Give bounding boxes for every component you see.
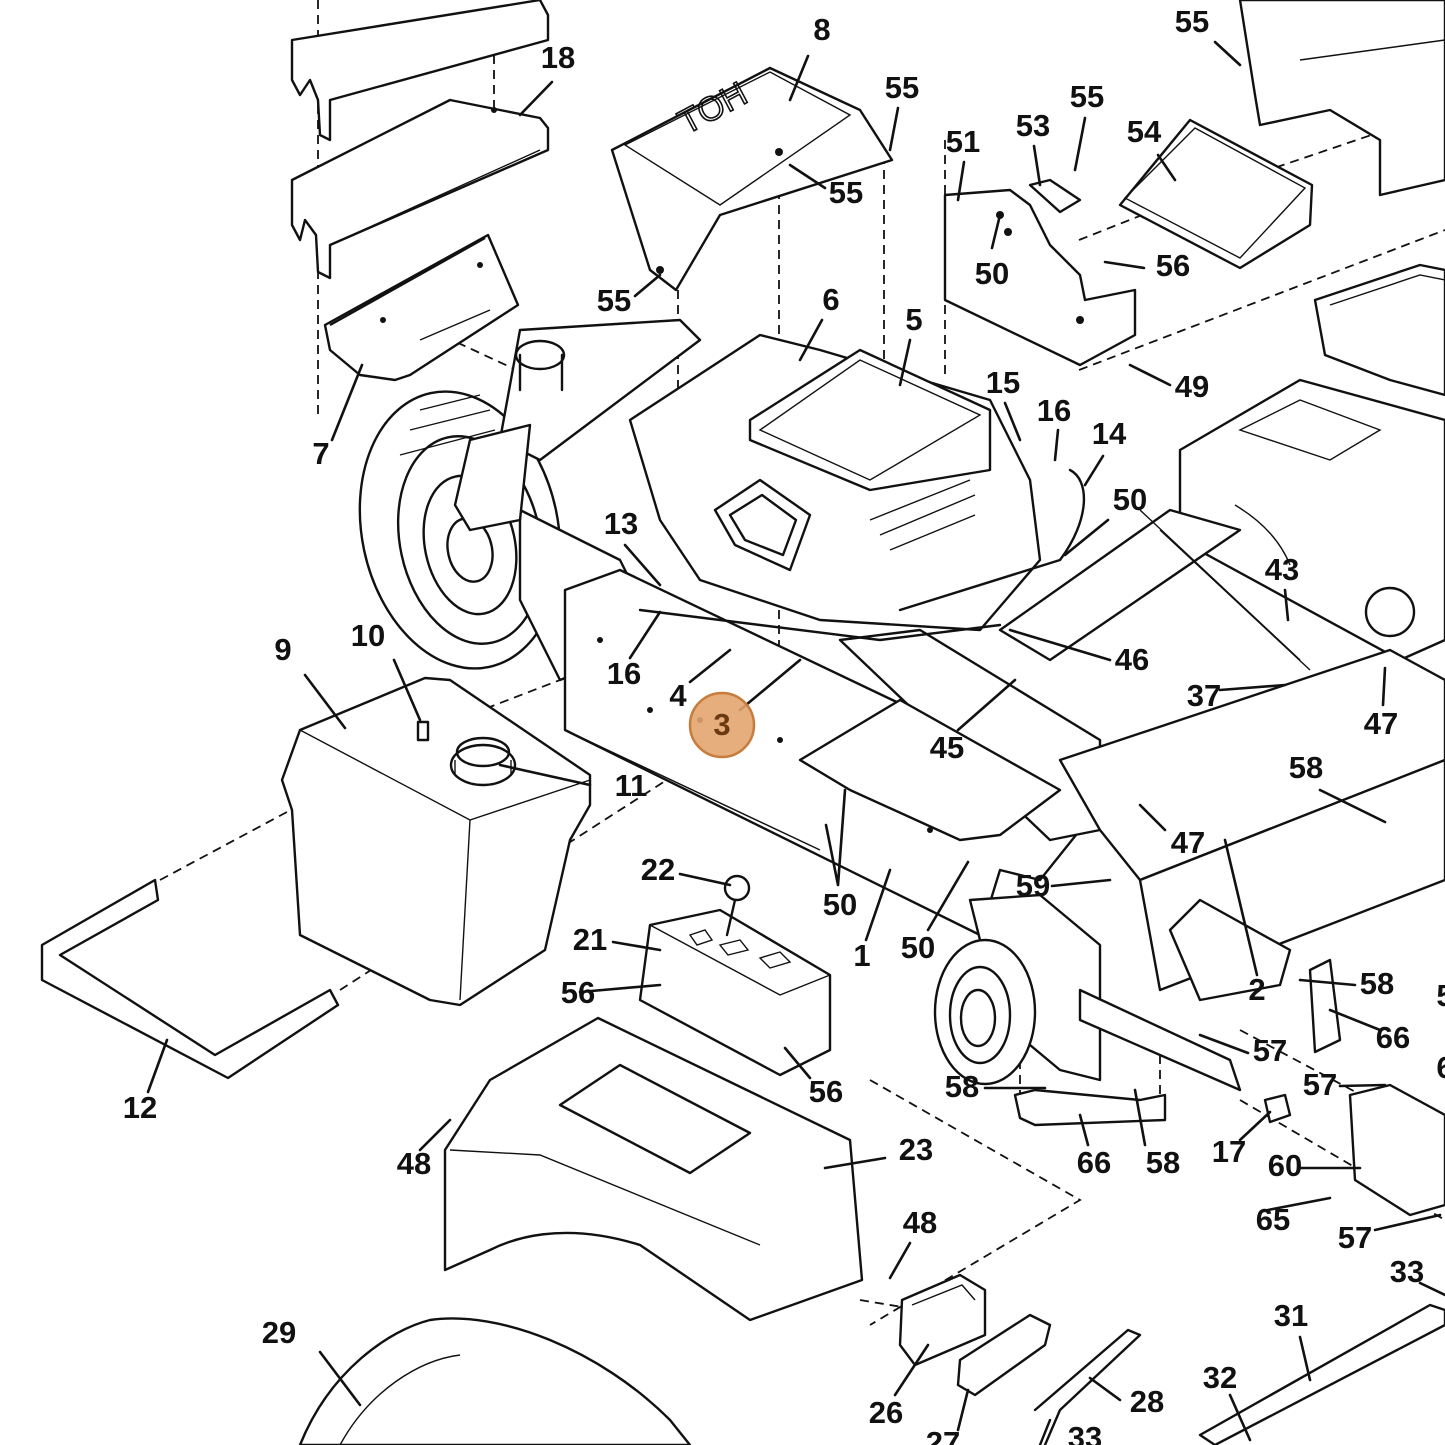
- callout-65: 65: [1256, 1202, 1290, 1237]
- callout-1: 1: [853, 938, 870, 973]
- callout-55: 55: [829, 175, 863, 210]
- callout-57: 57: [1253, 1033, 1287, 1068]
- callout-14: 14: [1092, 416, 1127, 451]
- callout-56: 56: [1156, 248, 1190, 283]
- callout-50: 50: [823, 887, 857, 922]
- callout-12: 12: [123, 1090, 157, 1125]
- callout-48: 48: [397, 1146, 431, 1181]
- callout-10: 10: [351, 618, 385, 653]
- callout-5: 5: [905, 302, 922, 337]
- callout-43: 43: [1265, 552, 1299, 587]
- callout-54: 54: [1127, 114, 1162, 149]
- rear-frame-box: [1178, 378, 1445, 662]
- callout-33: 33: [1390, 1254, 1424, 1289]
- callout-56: 56: [809, 1074, 843, 1109]
- callout-55: 55: [1175, 4, 1209, 39]
- callout-56: 56: [561, 975, 595, 1010]
- callout-50: 50: [1113, 482, 1147, 517]
- callout-5: 5: [1436, 978, 1445, 1013]
- rods-28-31-32: [1033, 1303, 1445, 1445]
- bracket-7: [323, 233, 520, 382]
- callout-51: 51: [946, 124, 980, 159]
- callout-58: 58: [1360, 966, 1394, 1001]
- tail-light-26: [898, 1273, 1052, 1397]
- callout-27: 27: [926, 1425, 960, 1445]
- callout-37: 37: [1187, 678, 1221, 713]
- callout-49: 49: [1175, 369, 1209, 404]
- callout-58: 58: [1146, 1145, 1180, 1180]
- callout-45: 45: [930, 730, 964, 765]
- callout-47: 47: [1364, 706, 1398, 741]
- callout-55: 55: [597, 283, 631, 318]
- callout-labels: 55 8 18 55 55 51 53 55 54 55 50 56 55 6 …: [123, 4, 1445, 1445]
- callout-2: 2: [1248, 972, 1265, 1007]
- callout-6: 6: [1436, 1050, 1445, 1085]
- callout-58: 58: [1289, 750, 1323, 785]
- callout-9: 9: [274, 632, 291, 667]
- highlighted-callout-3[interactable]: 3: [688, 691, 756, 759]
- callout-7: 7: [312, 436, 329, 471]
- callout-66: 66: [1077, 1145, 1111, 1180]
- callout-26: 26: [869, 1395, 903, 1430]
- seat-support-housing: [1238, 0, 1445, 397]
- callout-13: 13: [604, 506, 638, 541]
- callout-3[interactable]: 3: [713, 707, 730, 742]
- callout-18: 18: [541, 40, 575, 75]
- callout-59: 59: [1016, 868, 1050, 903]
- control-panel-21: [638, 874, 832, 1077]
- callout-55: 55: [1070, 79, 1104, 114]
- callout-highlight-marker[interactable]: [688, 691, 756, 759]
- engine-assembly: [453, 318, 1042, 682]
- callout-50: 50: [975, 256, 1009, 291]
- callout-11: 11: [615, 768, 648, 803]
- fuel-tank-9: [280, 676, 592, 1007]
- callout-60: 60: [1268, 1148, 1302, 1183]
- callout-4: 4: [669, 678, 687, 713]
- callout-33: 33: [1068, 1420, 1102, 1445]
- callout-57: 57: [1338, 1220, 1372, 1255]
- callout-28: 28: [1130, 1384, 1164, 1419]
- callout-15: 15: [986, 365, 1020, 400]
- callout-57: 57: [1303, 1067, 1337, 1102]
- callout-32: 32: [1203, 1360, 1237, 1395]
- callout-48: 48: [903, 1205, 937, 1240]
- callout-21: 21: [573, 922, 607, 957]
- engine-bracket-51: [943, 178, 1137, 367]
- plate-54: [1118, 118, 1314, 270]
- callout-31: 31: [1274, 1298, 1308, 1333]
- callout-16: 16: [607, 656, 641, 691]
- callout-58: 58: [945, 1069, 979, 1104]
- callout-55: 55: [885, 70, 919, 105]
- wheel-hub: [933, 893, 1242, 1092]
- callout-46: 46: [1115, 642, 1149, 677]
- weight-bracket-18: [290, 0, 550, 280]
- callout-23: 23: [899, 1132, 933, 1167]
- callout-47: 47: [1171, 825, 1205, 860]
- callout-22: 22: [641, 852, 675, 887]
- front-tire-29: [298, 1317, 692, 1445]
- fender-23: [443, 1016, 864, 1322]
- callout-16: 16: [1037, 393, 1071, 428]
- callout-17: 17: [1212, 1134, 1246, 1169]
- callout-8: 8: [813, 12, 830, 47]
- tank-strap-12: [40, 878, 340, 1080]
- main-frame: [563, 468, 1445, 1002]
- callout-50: 50: [901, 930, 935, 965]
- callout-leaders: [146, 40, 1445, 1442]
- callout-29: 29: [262, 1315, 296, 1350]
- callout-6: 6: [822, 282, 839, 317]
- callout-66: 66: [1376, 1020, 1410, 1055]
- callout-53: 53: [1016, 108, 1050, 143]
